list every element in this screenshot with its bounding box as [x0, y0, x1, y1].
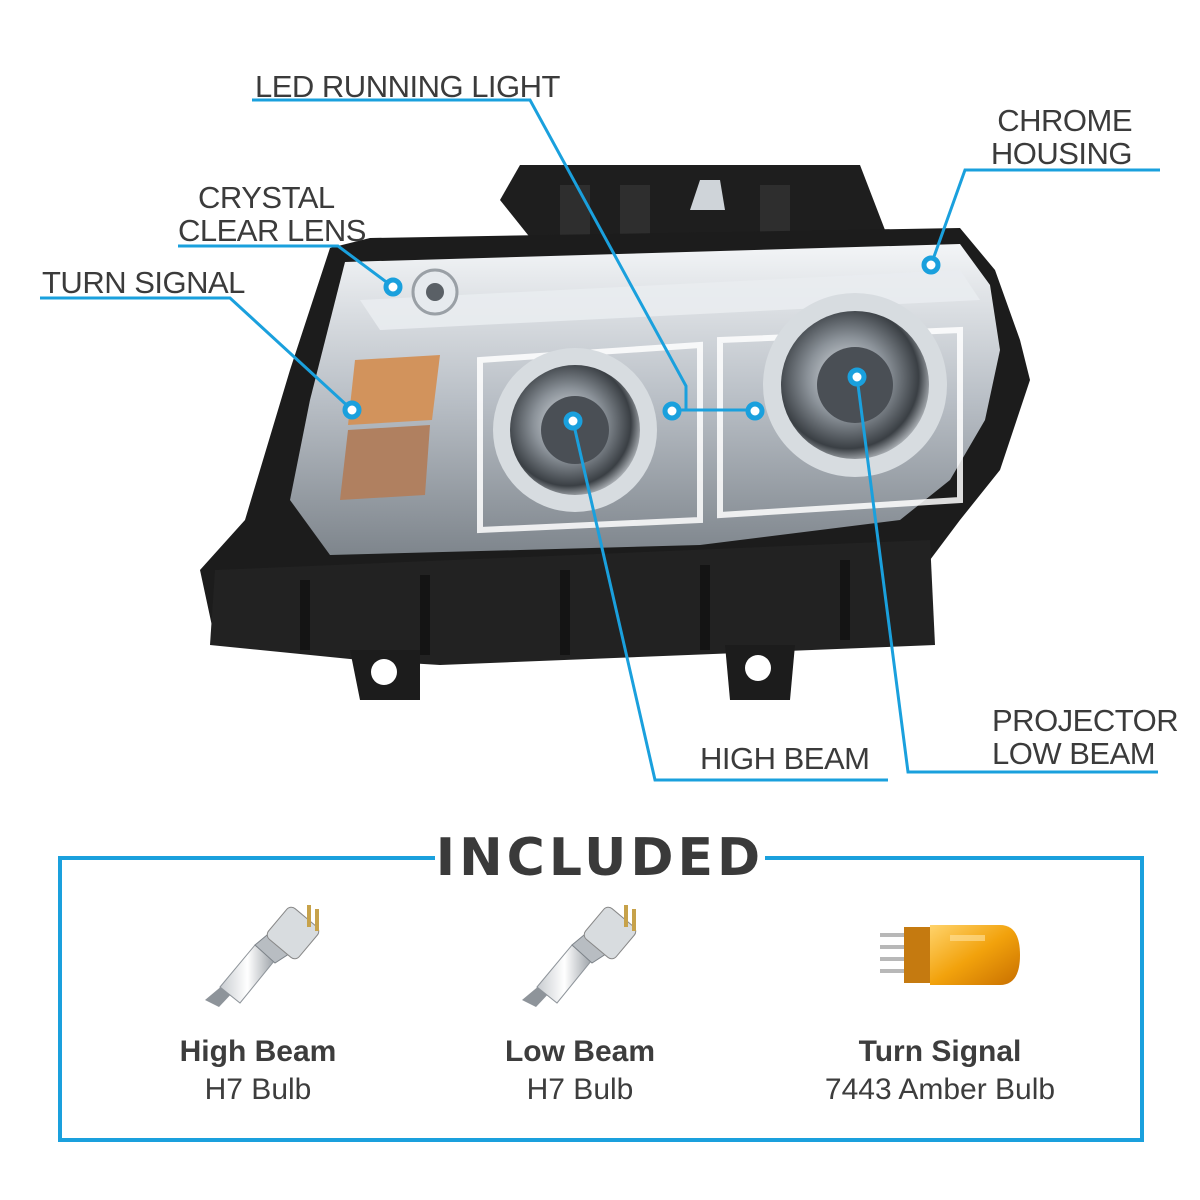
included-item-name: Low Beam — [504, 1035, 656, 1068]
callout-crystal-clear-lens-line2: CLEAR LENS — [178, 213, 366, 248]
callout-crystal-clear-lens: CRYSTAL CLEAR LENS — [178, 181, 366, 247]
included-item-high-beam: High Beam H7 Bulb — [108, 1034, 408, 1110]
callout-crystal-clear-lens-line1: CRYSTAL — [198, 180, 335, 215]
callout-projector-low-beam-line2: LOW BEAM — [992, 736, 1156, 771]
included-item-desc: H7 Bulb — [526, 1073, 634, 1106]
included-item-name: Turn Signal — [858, 1035, 1022, 1068]
callout-led-running-light: LED RUNNING LIGHT — [255, 69, 560, 104]
callout-high-beam: HIGH BEAM — [700, 741, 870, 776]
callout-projector-low-beam-line1: PROJECTOR — [992, 703, 1179, 738]
included-item-desc: H7 Bulb — [204, 1073, 312, 1106]
included-item-turn-signal: Turn Signal 7443 Amber Bulb — [790, 1034, 1090, 1110]
callout-projector-low-beam: PROJECTOR LOW BEAM — [992, 703, 1179, 771]
headlight-base — [210, 540, 935, 665]
included-item-low-beam: Low Beam H7 Bulb — [430, 1034, 730, 1110]
callout-chrome-housing-line1: CHROME — [997, 103, 1132, 138]
h7-bulb-icon — [205, 905, 320, 1007]
callout-dots — [342, 255, 941, 431]
callout-lines — [40, 98, 1160, 782]
turn-signal-lens — [340, 355, 440, 500]
callout-turn-signal: TURN SIGNAL — [42, 265, 245, 300]
included-title: INCLUDED — [435, 828, 765, 888]
included-item-desc: 7443 Amber Bulb — [824, 1073, 1056, 1106]
mounting-bracket — [500, 165, 885, 250]
callout-chrome-housing: CHROME HOUSING — [990, 103, 1133, 171]
included-item-name: High Beam — [179, 1035, 337, 1068]
callout-chrome-housing-line2: HOUSING — [990, 136, 1133, 171]
7443-amber-bulb-icon — [880, 925, 1020, 985]
included-frame — [58, 856, 1144, 1142]
h7-bulb-icon — [522, 905, 637, 1007]
